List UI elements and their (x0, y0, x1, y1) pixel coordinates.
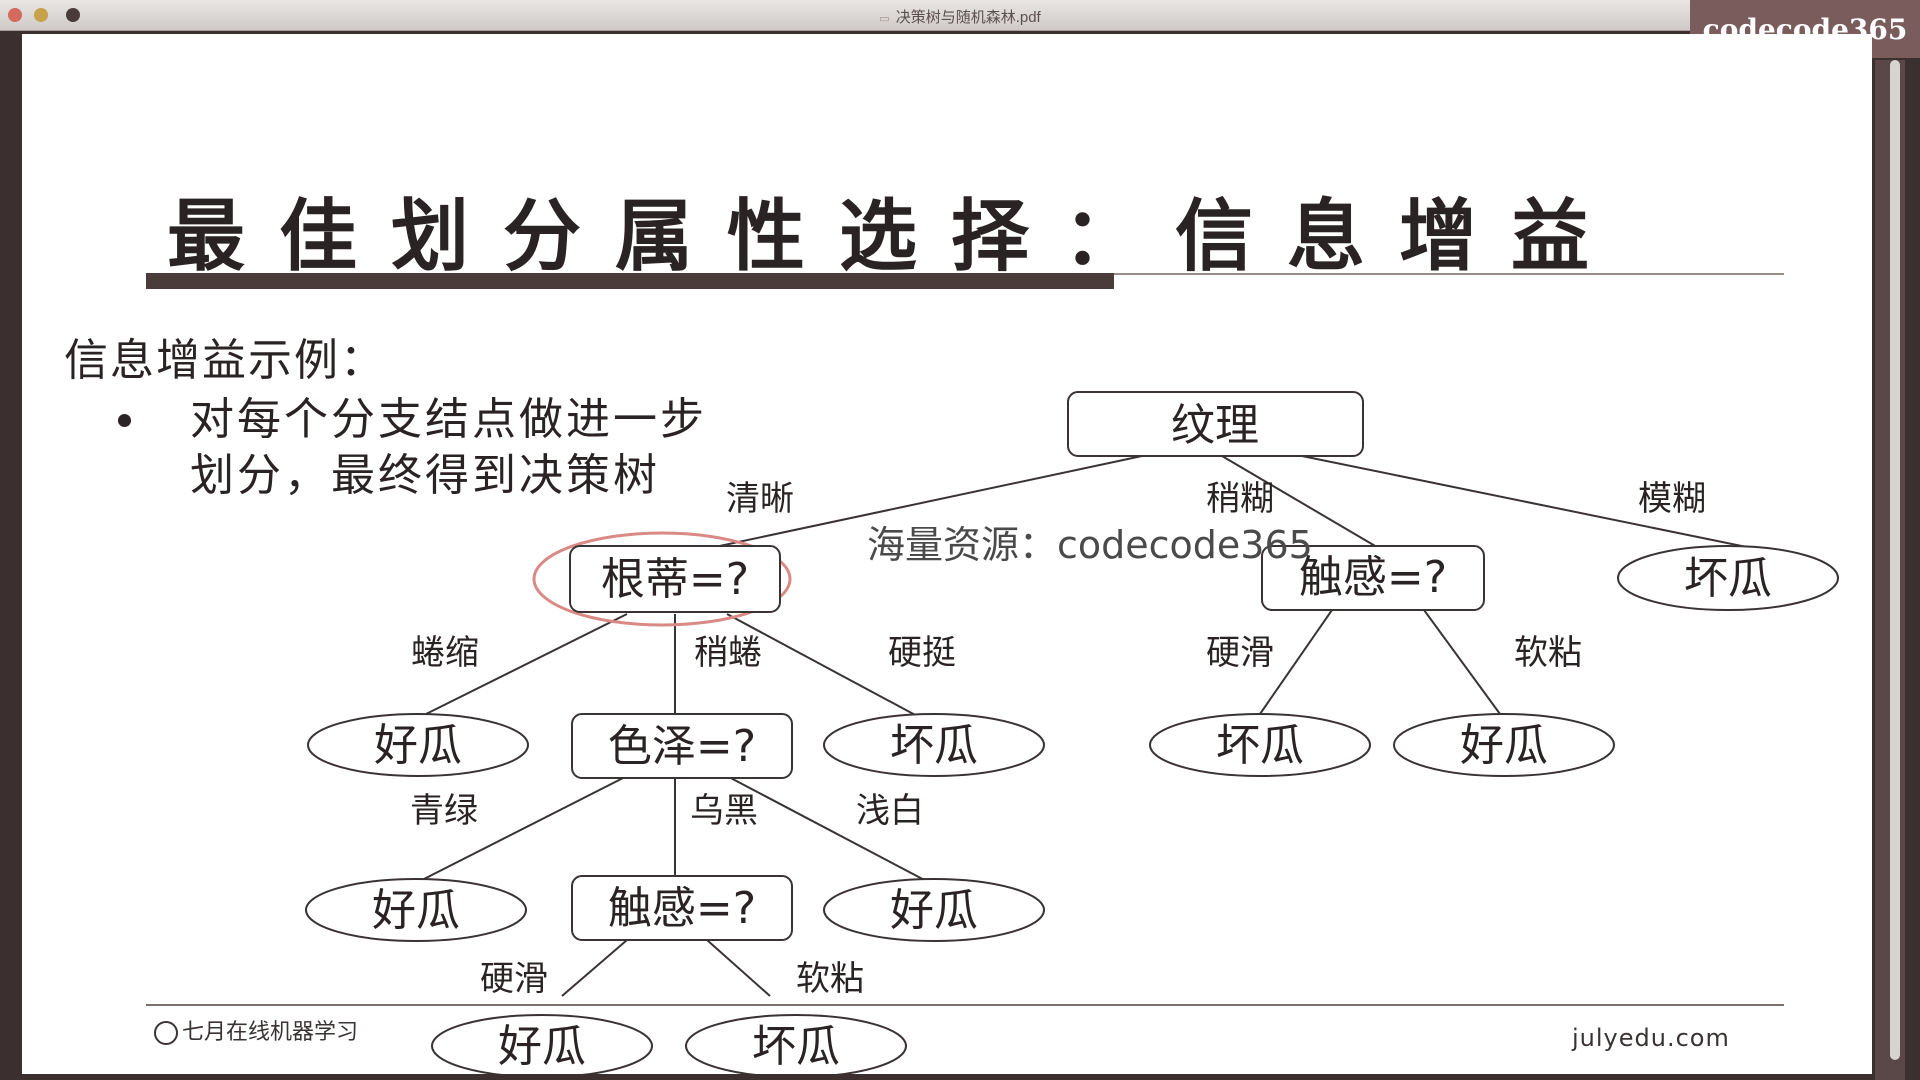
footer-logo-text: 七月在线机器学习 (182, 1020, 359, 1045)
leaf-touch-soft-shape (1393, 713, 1615, 777)
leaf-touch-soft-label: 好瓜 (1460, 720, 1548, 771)
edge-label-clear: 清晰 (726, 479, 794, 519)
bulb-logo-icon (154, 1021, 178, 1045)
bullet-icon (118, 414, 131, 427)
leaf-white-shape (823, 878, 1045, 942)
edge-root-slightly-blurry (1221, 455, 1383, 551)
edge-color-green (421, 775, 628, 881)
annotation-circle (532, 531, 792, 627)
edge-touch-soft (1423, 609, 1501, 715)
edge-root-blurry (1301, 455, 1821, 563)
scrollbar-thumb[interactable] (1890, 60, 1900, 1060)
leaf-blurry-shape (1617, 545, 1839, 611)
leaf-curled-label: 好瓜 (374, 720, 462, 771)
leaf-bottom-hard-label: 好瓜 (498, 1021, 586, 1072)
edge-label-slightly-curled: 稍蜷 (694, 633, 762, 673)
node-color-box (571, 713, 793, 779)
title-underline-rule (1114, 273, 1784, 275)
edge-label-white: 浅白 (856, 791, 924, 831)
edge-stem-stiff (726, 613, 933, 725)
leaf-white-label: 好瓜 (890, 885, 978, 936)
zoom-window-button[interactable] (66, 8, 80, 22)
minimize-window-button[interactable] (34, 8, 48, 22)
edge-label-blurry: 模糊 (1638, 479, 1706, 519)
leaf-blurry-label: 坏瓜 (1684, 553, 1772, 604)
edge-touch-hard (1259, 609, 1333, 715)
leaf-bottom-hard-shape (431, 1014, 653, 1074)
node-touch-box (1261, 545, 1485, 611)
edge-label-bottom-hard: 硬滑 (480, 959, 548, 999)
edge-label-green: 青绿 (410, 791, 478, 831)
edge-label-touch-soft: 软粘 (1514, 633, 1582, 673)
node-stem-label: 根蒂=? (601, 554, 749, 605)
title-underline-bar (146, 273, 1114, 289)
edge-label-stiff: 硬挺 (888, 633, 956, 673)
window-title: ▭ 决策树与随机森林.pdf (0, 6, 1920, 27)
slide-subheading: 信息增益示例： (64, 335, 386, 386)
node-color-touch-label: 触感=? (608, 883, 756, 934)
leaf-touch-hard-label: 坏瓜 (1216, 720, 1304, 771)
bullet-line-2: 划分，最终得到决策树 (190, 450, 660, 501)
leaf-curled-shape (307, 713, 529, 777)
pdf-document-icon: ▭ (879, 13, 890, 25)
edge-label-black: 乌黑 (690, 791, 758, 831)
leaf-touch-hard-shape (1149, 713, 1371, 777)
edge-label-curled: 蜷缩 (411, 633, 479, 673)
slide-page: 最佳划分属性选择：信息增益 信息增益示例： 对每个分支结点做进一步 划分，最终得… (22, 34, 1872, 1074)
close-window-button[interactable] (8, 8, 22, 22)
window-title-text: 决策树与随机森林.pdf (895, 9, 1041, 26)
leaf-green-shape (305, 878, 527, 942)
node-root-label: 纹理 (1171, 400, 1259, 451)
leaf-stiff-shape (823, 713, 1045, 777)
node-color-touch-box (571, 875, 793, 941)
footer-url: julyedu.com (1572, 1024, 1730, 1052)
bullet-text: 对每个分支结点做进一步 划分，最终得到决策树 (190, 392, 910, 504)
leaf-stiff-label: 坏瓜 (890, 720, 978, 771)
node-root-box (1067, 391, 1364, 457)
window-titlebar[interactable]: ▭ 决策树与随机森林.pdf (0, 0, 1920, 31)
footer-logo: 七月在线机器学习 (154, 1014, 358, 1046)
leaf-green-label: 好瓜 (372, 885, 460, 936)
node-stem-box (569, 545, 781, 613)
edge-label-slightly-blurry: 稍糊 (1206, 479, 1274, 519)
edge-color-white (726, 775, 933, 885)
edge-label-bottom-soft: 软粘 (796, 959, 864, 999)
edge-label-touch-hard: 硬滑 (1206, 633, 1274, 673)
slide-title: 最佳划分属性选择：信息增益 (167, 191, 1624, 282)
edge-bottom-hard (561, 939, 628, 997)
edge-stem-curled (421, 613, 628, 717)
node-color-label: 色泽=? (608, 721, 756, 772)
leaf-bottom-soft-shape (685, 1014, 907, 1074)
decision-tree-diagram: 纹理 根蒂=? 触感=? 坏瓜 好瓜 色泽=? 坏瓜 坏瓜 好瓜 好瓜 触感=?… (305, 391, 1839, 1074)
edge-root-clear (681, 455, 1143, 555)
resource-watermark: 海量资源：codecode365 (867, 523, 1313, 567)
bullet-line-1: 对每个分支结点做进一步 (190, 394, 707, 445)
footer-rule (146, 1004, 1784, 1006)
leaf-bottom-soft-label: 坏瓜 (752, 1021, 840, 1072)
edge-bottom-soft (706, 939, 771, 997)
node-touch-label: 触感=? (1299, 552, 1447, 603)
